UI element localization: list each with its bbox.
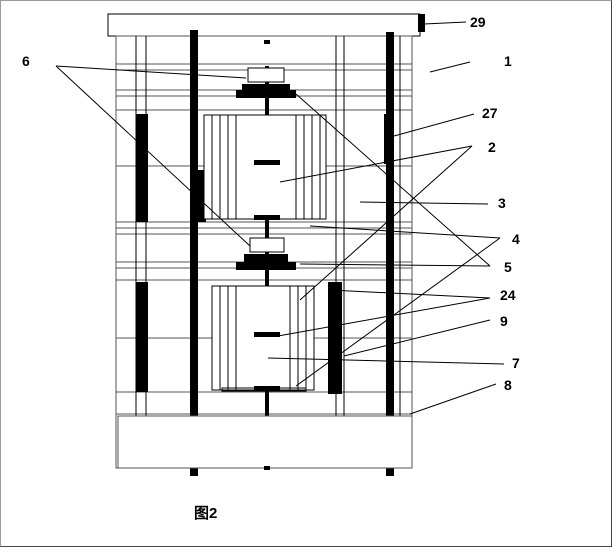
- counterweight-bars: [136, 114, 394, 394]
- figure-caption: 图2: [194, 505, 217, 522]
- support-rods: [190, 30, 394, 476]
- callout-3: 3: [498, 195, 506, 211]
- callout-7: 7: [512, 355, 520, 371]
- base: [117, 40, 413, 470]
- upper-reel-assembly: [203, 67, 327, 220]
- callout-5: 5: [504, 259, 512, 275]
- callout-6: 6: [22, 53, 30, 69]
- lower-reel-assembly: [211, 237, 315, 392]
- leader-lines: [55, 21, 505, 415]
- callout-2: 2: [488, 139, 496, 155]
- top-cap: [107, 13, 421, 37]
- guide-posts: [135, 36, 401, 468]
- callout-29: 29: [470, 14, 486, 30]
- callout-1: 1: [504, 53, 512, 69]
- callout-8: 8: [504, 377, 512, 393]
- callout-9: 9: [500, 313, 508, 329]
- callout-27: 27: [482, 105, 498, 121]
- callout-24: 24: [500, 287, 516, 303]
- callout-4: 4: [512, 231, 520, 247]
- cap-tab: [418, 14, 425, 32]
